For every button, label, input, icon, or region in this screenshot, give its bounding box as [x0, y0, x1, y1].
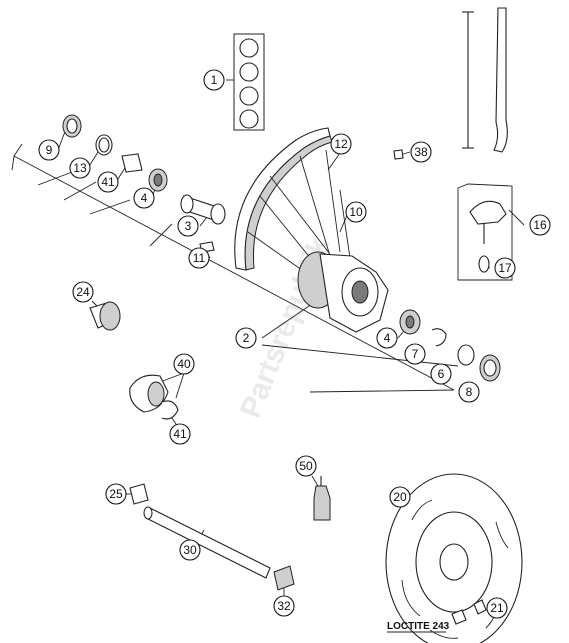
svg-text:50: 50 [299, 459, 313, 473]
callout-21: 21 [486, 597, 508, 619]
hub-part [247, 149, 389, 333]
spacer-part [180, 194, 226, 225]
callout-6: 6 [430, 363, 452, 385]
callout-32: 32 [273, 595, 295, 617]
rim-part [234, 127, 333, 271]
svg-text:7: 7 [412, 347, 419, 361]
svg-text:12: 12 [334, 137, 348, 151]
screw-part [451, 609, 467, 625]
callout-24: 24 [72, 281, 94, 303]
valve-cap-part [393, 149, 404, 160]
svg-text:11: 11 [193, 251, 206, 265]
callout-3: 3 [177, 215, 199, 237]
svg-text:10: 10 [349, 205, 363, 219]
svg-text:8: 8 [466, 385, 473, 399]
axle-parts [129, 483, 295, 591]
callout-1: 1 [203, 69, 225, 91]
svg-text:6: 6 [438, 367, 445, 381]
svg-text:2: 2 [243, 331, 250, 345]
speedo-drive-part [129, 374, 179, 420]
callout-41-top: 41 [97, 171, 119, 193]
callout-4-bottom: 4 [376, 327, 398, 349]
callout-41-bottom: 41 [169, 423, 191, 445]
left-seal-parts [62, 114, 168, 192]
callout-38: 38 [410, 141, 432, 163]
valve-part [469, 200, 507, 273]
callout-2: 2 [235, 327, 257, 349]
callout-40: 40 [173, 353, 195, 375]
callout-11: 11 [188, 247, 210, 269]
svg-text:32: 32 [277, 599, 291, 613]
svg-text:30: 30 [183, 543, 197, 557]
callout-25: 25 [105, 483, 127, 505]
screw-head-part [473, 599, 487, 615]
svg-text:13: 13 [73, 161, 87, 175]
svg-text:40: 40 [177, 357, 191, 371]
loctite-bottle-part [313, 476, 331, 521]
svg-text:4: 4 [141, 191, 148, 205]
svg-text:17: 17 [498, 261, 512, 275]
brake-disc-part [385, 473, 523, 643]
callout-4-top: 4 [133, 187, 155, 209]
callout-30: 30 [179, 539, 201, 561]
valve-set-frame [457, 183, 513, 281]
callout-16: 16 [529, 214, 551, 236]
callout-9: 9 [38, 139, 60, 161]
callout-10: 10 [345, 201, 367, 223]
callout-13: 13 [69, 157, 91, 179]
spoke-part [462, 7, 508, 153]
svg-text:3: 3 [185, 219, 192, 233]
right-bearing-parts [399, 309, 501, 382]
callout-7: 7 [404, 343, 426, 365]
callout-20: 20 [389, 486, 411, 508]
svg-text:9: 9 [46, 143, 53, 157]
svg-text:4: 4 [384, 331, 391, 345]
svg-text:41: 41 [101, 175, 115, 189]
svg-text:1: 1 [211, 73, 218, 87]
callout-50: 50 [295, 455, 317, 477]
svg-text:41: 41 [173, 427, 187, 441]
loctite-note: LOCTITE 243 [387, 621, 450, 632]
svg-text:20: 20 [393, 490, 407, 504]
svg-text:38: 38 [414, 145, 428, 159]
svg-text:16: 16 [533, 218, 547, 232]
callout-17: 17 [494, 257, 516, 279]
svg-text:24: 24 [76, 285, 90, 299]
svg-text:25: 25 [109, 487, 123, 501]
callout-12: 12 [330, 133, 352, 155]
axis-lines [11, 143, 459, 393]
svg-text:21: 21 [490, 601, 504, 615]
callout-8: 8 [458, 381, 480, 403]
kit-box: 2 10 11 12 [233, 33, 265, 131]
bushing-part [89, 301, 121, 331]
